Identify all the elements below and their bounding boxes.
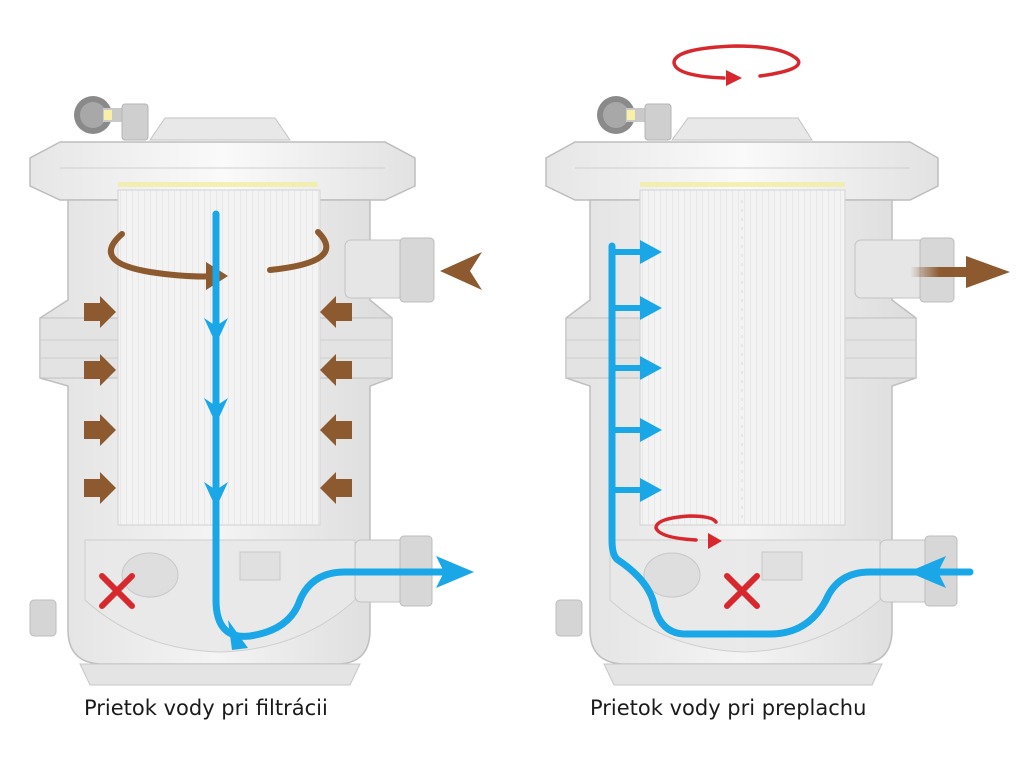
swirl-arrow-left: [108, 231, 221, 280]
filter-housing-left: [29, 96, 435, 686]
rotation-arrow-icon: [672, 44, 801, 86]
rotation-arrow-icon: [654, 514, 722, 549]
swirl-arrow-right: [267, 229, 330, 273]
backwash-flow-annotations: [608, 44, 1010, 638]
inward-arrows-right: [320, 296, 352, 504]
cross-icon: [99, 573, 135, 609]
outflow-arrow-shaft: [910, 267, 970, 277]
filter-housing-right: [545, 96, 958, 686]
water-flow-path-filtration: [212, 210, 454, 640]
pressure-gauge-icon: [597, 96, 672, 141]
pressure-gauge-icon: [74, 96, 149, 141]
branch-flow-arrows: [609, 240, 662, 502]
water-flow-path-backwash: [608, 242, 974, 638]
caption-filtration: Prietok vody pri filtrácii: [84, 696, 328, 720]
filtration-flow-annotations: [84, 210, 482, 650]
outflow-arrow-icon: [966, 256, 1010, 288]
inlet-arrow-icon: [908, 556, 946, 588]
caption-backwash: Prietok vody pri preplachu: [590, 696, 867, 720]
flow-direction-arrows: [204, 318, 248, 650]
outlet-arrow-icon: [436, 556, 474, 588]
inlet-arrow-icon: [440, 252, 482, 290]
inward-arrows-left: [84, 296, 116, 504]
cross-icon: [724, 573, 760, 609]
